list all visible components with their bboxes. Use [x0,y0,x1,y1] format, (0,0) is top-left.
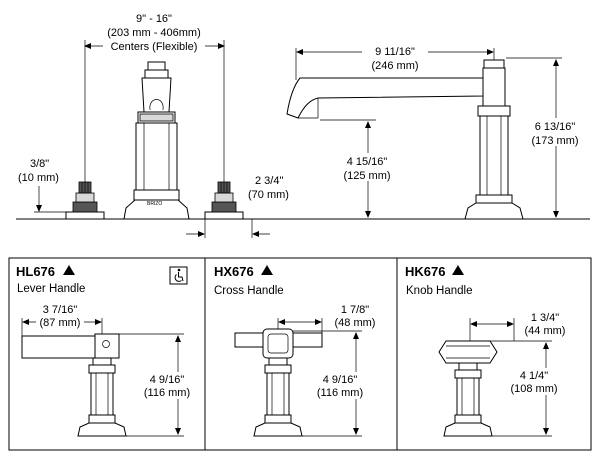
triangle-icon [63,265,75,275]
knob-height-line1: 4 1/4" [520,370,548,382]
panel-knob-handle: HK676 Knob Handle 1 3/4" (44 mm) 4 1/4" … [405,264,566,437]
spout-reach-line2: (246 mm) [371,60,418,72]
spout-outlet-height-dimension: 4 15/16" (125 mm) [320,119,396,218]
cross-height-line2: (116 mm) [317,387,363,399]
spout-outlet-line1: 4 15/16" [347,156,388,168]
spout-total-height-dimension: 6 13/16" (173 mm) [506,57,584,218]
triangle-icon [452,265,464,275]
valve-width-dimension: 2 3/4" (70 mm) [186,175,289,238]
spout-total-line1: 6 13/16" [535,121,576,133]
panel-cross-style: Cross Handle [214,285,284,297]
spout-reach-dimension: 9 11/16" (246 mm) [295,43,495,80]
spout-side [286,59,524,220]
deck-rise-dimension: 3/8" (10 mm) [18,158,66,213]
panel-lever-style: Lever Handle [17,283,85,295]
centers-dimension: 9" - 16" (203 mm - 406mm) Centers (Flexi… [84,10,225,182]
valve-width-line2: (70 mm) [248,189,289,201]
panel-cross-model: HX676 [214,264,254,279]
lever-height-line1: 4 9/16" [150,374,185,386]
panel-cross-handle: HX676 Cross Handle 1 7/8" (48 mm) 4 9/16… [214,264,376,437]
cross-width-line2: (48 mm) [335,317,376,329]
panel-knob-model: HK676 [405,264,445,279]
panel-lever-model: HL676 [16,264,55,279]
centers-line3: Centers (Flexible) [111,41,198,53]
lever-width-line2: (87 mm) [40,317,81,329]
right-valve [204,181,244,220]
cross-width-line1: 1 7/8" [341,304,369,316]
wheelchair-icon [169,266,188,285]
brand-mark: BRIZO [147,201,162,207]
knob-width-line1: 1 3/4" [531,312,559,324]
deck-rise-line1: 3/8" [30,158,49,170]
cross-height-line1: 4 9/16" [323,374,358,386]
center-spout-front: BRIZO [123,61,190,220]
spout-outlet-line2: (125 mm) [343,170,390,182]
deck-rise-line2: (10 mm) [18,172,59,184]
handle-panels-frame [8,257,592,451]
lever-height-line2: (116 mm) [144,387,190,399]
knob-width-line2: (44 mm) [525,325,566,337]
spout-total-line2: (173 mm) [531,135,578,147]
triangle-icon [261,265,273,275]
lever-width-line1: 3 7/16" [43,304,78,316]
centers-line2: (203 mm - 406mm) [107,27,201,39]
knob-height-line2: (108 mm) [510,383,557,395]
left-valve [65,181,105,220]
centers-line1: 9" - 16" [136,13,172,25]
panel-lever-handle: HL676 Lever Handle 3 7/16" (87 mm) 4 9/1… [16,264,196,437]
valve-width-line1: 2 3/4" [255,175,283,187]
panel-knob-style: Knob Handle [406,285,473,297]
spout-reach-line1: 9 11/16" [375,46,415,58]
